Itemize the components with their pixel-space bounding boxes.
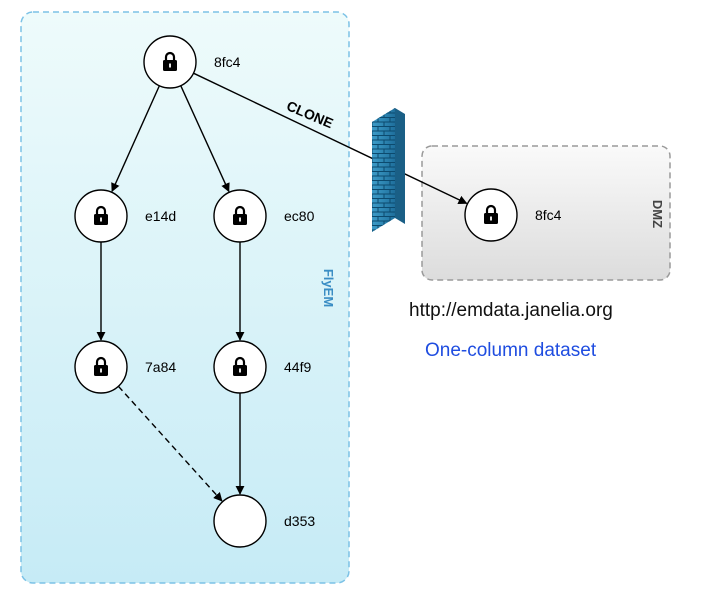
- edge-7a84-to-d353: [117, 385, 223, 502]
- node-7a84[interactable]: 7a84: [74, 340, 176, 394]
- node-label: e14d: [145, 208, 176, 224]
- region-dmz-label: DMZ: [650, 200, 665, 228]
- node-ec80[interactable]: ec80: [213, 189, 315, 243]
- edge-8fc4-to-ec80: [180, 85, 230, 193]
- lock-icon: [484, 204, 498, 224]
- node-label: 8fc4: [535, 207, 562, 223]
- region-flyem: FlyEM: [20, 11, 350, 584]
- lock-icon: [94, 205, 108, 225]
- lock-icon: [233, 205, 247, 225]
- dataset-link[interactable]: One-column dataset: [425, 340, 597, 361]
- firewall-icon: [372, 108, 405, 232]
- node-8fc4[interactable]: 8fc4: [143, 35, 241, 89]
- node-label: 7a84: [145, 359, 176, 375]
- node-d353[interactable]: d353: [213, 494, 315, 548]
- node-dmz-8fc4[interactable]: 8fc4: [464, 188, 562, 242]
- node-label: d353: [284, 513, 315, 529]
- node-circle: [213, 494, 267, 548]
- nodes: 8fc4 e14d ec80 7a84 44f9 d353 8fc4: [74, 35, 562, 548]
- node-44f9[interactable]: 44f9: [213, 340, 311, 394]
- server-url: http://emdata.janelia.org: [409, 300, 613, 321]
- edge-8fc4-to-dmz-8fc4: [193, 72, 468, 205]
- node-label: 8fc4: [214, 54, 241, 70]
- lock-icon: [94, 356, 108, 376]
- node-label: ec80: [284, 208, 315, 224]
- edge-8fc4-to-e14d: [111, 85, 161, 193]
- lock-icon: [163, 51, 177, 71]
- node-e14d[interactable]: e14d: [74, 189, 176, 243]
- edges: [96, 72, 468, 502]
- node-label: 44f9: [284, 359, 311, 375]
- region-flyem-label: FlyEM: [321, 269, 336, 307]
- lock-icon: [233, 356, 247, 376]
- region-dmz: DMZ: [421, 145, 671, 281]
